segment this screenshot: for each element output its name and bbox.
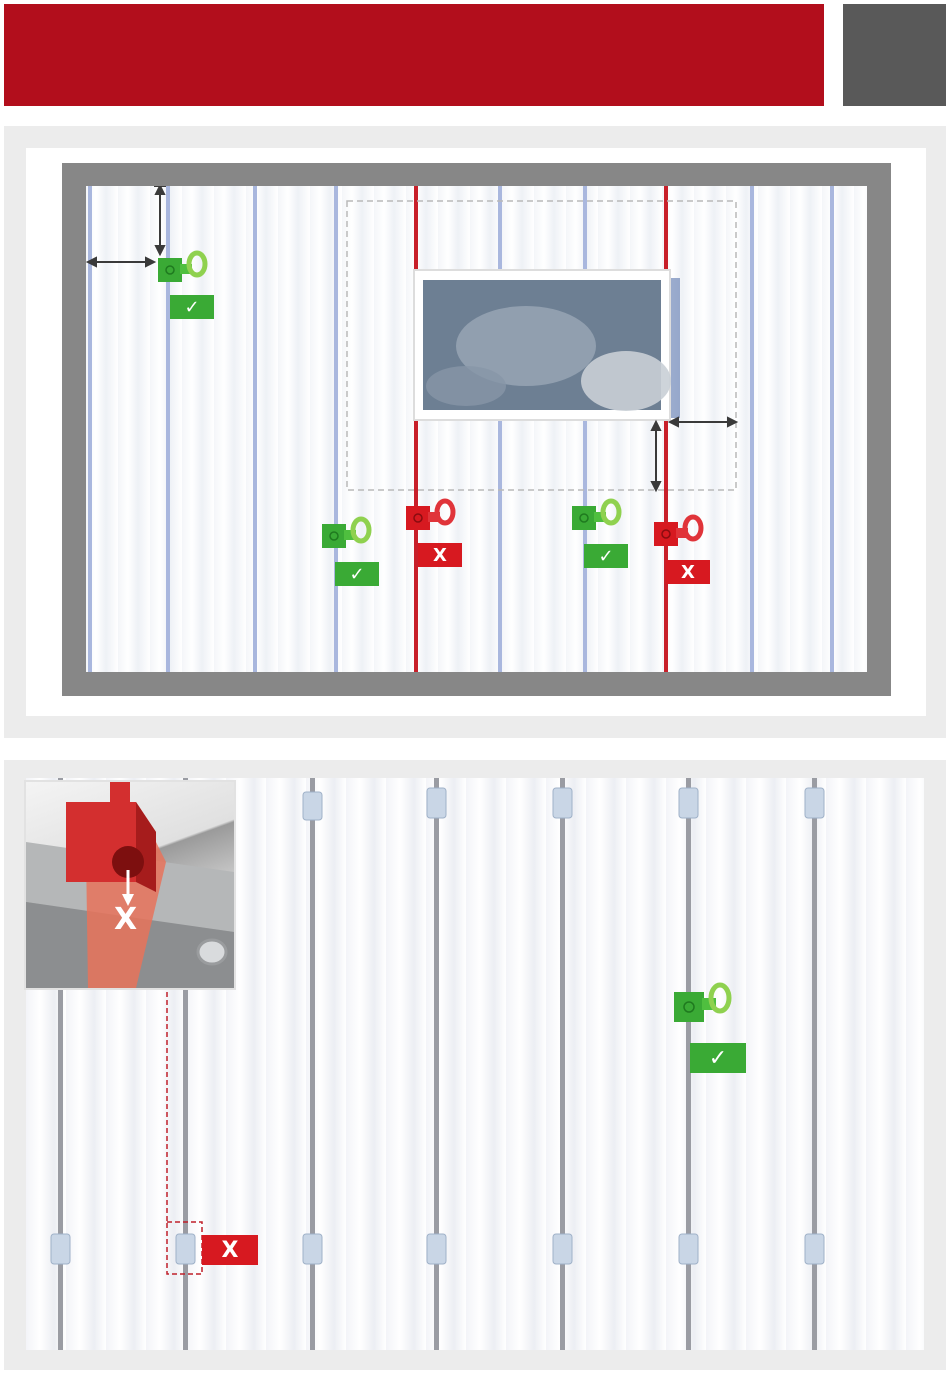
anchor-point-icon [156, 250, 208, 286]
anchor-point-icon [404, 498, 456, 534]
bad-badge: X [666, 560, 710, 584]
checkmark-icon: ✓ [349, 564, 364, 585]
checkmark-icon: ✓ [709, 1046, 727, 1071]
anchor-point-icon [320, 516, 372, 552]
rail-red [664, 186, 668, 672]
detail-illustration [26, 782, 234, 988]
anchor-point-icon [570, 498, 622, 534]
rail-blue [88, 186, 92, 672]
detail-x-label: X [114, 902, 137, 937]
dimension-vertical-top-left [154, 186, 166, 254]
detail-inset: X [24, 780, 236, 990]
rail-joints-top [303, 788, 824, 820]
checkmark-icon: ✓ [598, 546, 613, 567]
bad-badge: X [202, 1235, 258, 1265]
window [414, 270, 680, 420]
dimension-horizontal-window [670, 418, 736, 426]
rail-blue [498, 186, 502, 672]
rail-blue [583, 186, 587, 672]
anchor-point-icon [652, 514, 704, 550]
rail-red [414, 186, 418, 672]
rail-blue [750, 186, 754, 672]
ok-badge: ✓ [170, 295, 214, 319]
ok-badge: ✓ [584, 544, 628, 568]
rail-blue [334, 186, 338, 672]
x-cross-icon: X [433, 545, 447, 566]
x-cross-icon: X [222, 1238, 239, 1263]
bad-badge: X [418, 543, 462, 567]
x-cross-icon: X [681, 562, 695, 583]
rail-blue [253, 186, 257, 672]
dimension-vertical-window [652, 422, 660, 490]
header-bar [4, 4, 824, 106]
anchor-point-icon [672, 980, 732, 1026]
rail-blue [830, 186, 834, 672]
ok-badge: ✓ [335, 562, 379, 586]
ok-badge: ✓ [690, 1043, 746, 1073]
checkmark-icon: ✓ [184, 297, 199, 318]
dimension-horizontal-top-left [88, 258, 154, 266]
header-tab [843, 4, 946, 106]
